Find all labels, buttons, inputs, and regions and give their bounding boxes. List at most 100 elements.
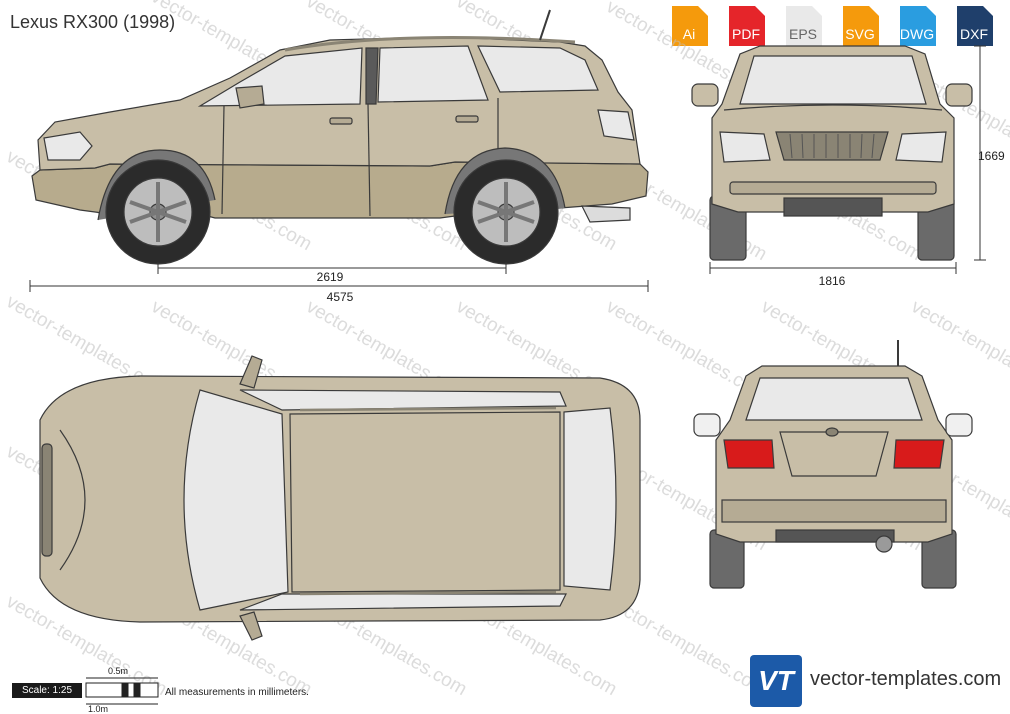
rear-left-tire [709,529,745,589]
rear-right-tire [921,529,957,589]
watermark-text: vector-templates.com [303,146,471,255]
watermark-text: vector-templates.com [908,446,1010,555]
side-lower-body [31,161,649,219]
wheelbase-value: 2619 [317,270,344,284]
top-view [39,355,641,641]
side-rear-handle [455,115,479,123]
watermark-text: vector-templates.com [758,446,926,555]
top-left-roof-rail [299,406,557,412]
top-right-mirror [239,611,263,641]
watermark-text: vector-templates.com [148,296,316,405]
rear-right-mirror [945,413,973,437]
length-value: 4575 [327,290,354,304]
watermark-text: vector-templates.com [453,296,621,405]
front-lower-intake [783,197,883,217]
svg-file-shape [843,6,879,46]
scale-half-meter: 0.5m [108,666,128,676]
top-windshield [183,389,289,611]
front-right-headlight [895,131,947,163]
pdf-format-icon[interactable]: PDF [723,4,769,46]
eps-format-label: EPS [788,26,817,42]
side-rear-door-line [367,103,371,217]
side-front-tire [105,159,211,265]
watermark-text: vector-templates.com [758,296,926,405]
front-body [711,45,955,213]
side-front-door-line [221,105,225,215]
vt-logo[interactable]: VT [750,655,802,707]
height-value: 1669 [978,149,1005,163]
side-mirror [235,85,265,109]
top-right-roof-rail [299,590,557,596]
side-b-pillar [365,47,379,105]
side-taillight [597,109,635,141]
ai-format-icon[interactable]: Ai [666,4,712,46]
watermark-text: vector-templates.com [603,296,771,405]
side-rear-rim [471,177,541,247]
watermark-text: vector-templates.com [453,146,621,255]
rear-window [745,377,923,421]
front-bumper-strip [729,181,937,195]
front-right-mirror [945,83,973,107]
side-rear-arch [444,147,566,215]
watermark-text: vector-templates.com [603,591,771,700]
front-dimensions [709,45,986,274]
top-grille [41,443,53,557]
pdf-format-label: PDF [732,26,760,42]
watermark-text: vector-templates.com [148,441,316,550]
site-link[interactable]: vector-templates.com [810,668,1002,690]
side-front-window [197,47,363,107]
front-grille [775,131,889,161]
top-roof [289,411,561,593]
eps-format-icon[interactable]: EPS [780,4,826,46]
scale-one-meter: 1.0m [88,704,108,714]
side-front-rim [123,177,193,247]
side-antenna [539,9,551,41]
side-wheel-spokes [129,182,535,242]
side-rear-tire [453,159,559,265]
dxf-format-icon[interactable]: DXF [951,4,997,46]
eps-file-shape [786,6,822,46]
side-roof-rail [284,36,576,52]
front-grille-bars [789,133,875,159]
rear-left-mirror [693,413,721,437]
top-body [39,375,641,623]
watermark-text: vector-templates.com [603,156,771,265]
side-front-arch [97,149,216,221]
dwg-file-shape [900,6,936,46]
front-hood-line [723,104,943,111]
watermark-text: vector-templates.com [758,156,926,265]
svg-format-icon[interactable]: SVG [837,4,883,46]
top-rear-window [563,407,617,591]
dxf-file-shape [957,6,993,46]
rear-emblem [825,427,839,437]
side-front-handle [329,117,353,125]
ai-format-label: Ai [682,26,696,42]
dwg-format-icon[interactable]: DWG [894,4,940,46]
side-upper-body [37,37,641,171]
top-right-side-glass [239,593,567,611]
scale-label: Scale: 1:25 [12,683,82,698]
front-windshield [739,55,927,105]
rear-license-area [779,431,889,477]
side-front-hub [149,203,167,221]
top-hood-line [59,429,86,571]
front-left-headlight [719,131,771,163]
pdf-file-shape [729,6,765,46]
front-left-mirror [691,83,719,107]
watermark-text: vector-templates.com [3,146,171,255]
dwg-format-label: DWG [899,26,935,42]
side-rear-door-window [377,45,489,103]
rear-view [693,340,973,589]
front-left-tire [709,195,747,261]
rear-lower-panel [775,529,895,543]
watermark-text: vector-templates.com [908,296,1010,405]
top-left-side-glass [239,389,567,411]
watermark-text: vector-templates.com [303,441,471,550]
watermark-text: vector-templates.com [303,296,471,405]
watermark-text: vector-templates.com [303,0,471,100]
watermark-text: vector-templates.com [3,441,171,550]
watermark-text: vector-templates.com [908,66,1010,175]
dxf-format-label: DXF [960,26,988,42]
rear-bumper [721,499,947,523]
measurement-note: All measurements in millimeters. [165,687,309,698]
